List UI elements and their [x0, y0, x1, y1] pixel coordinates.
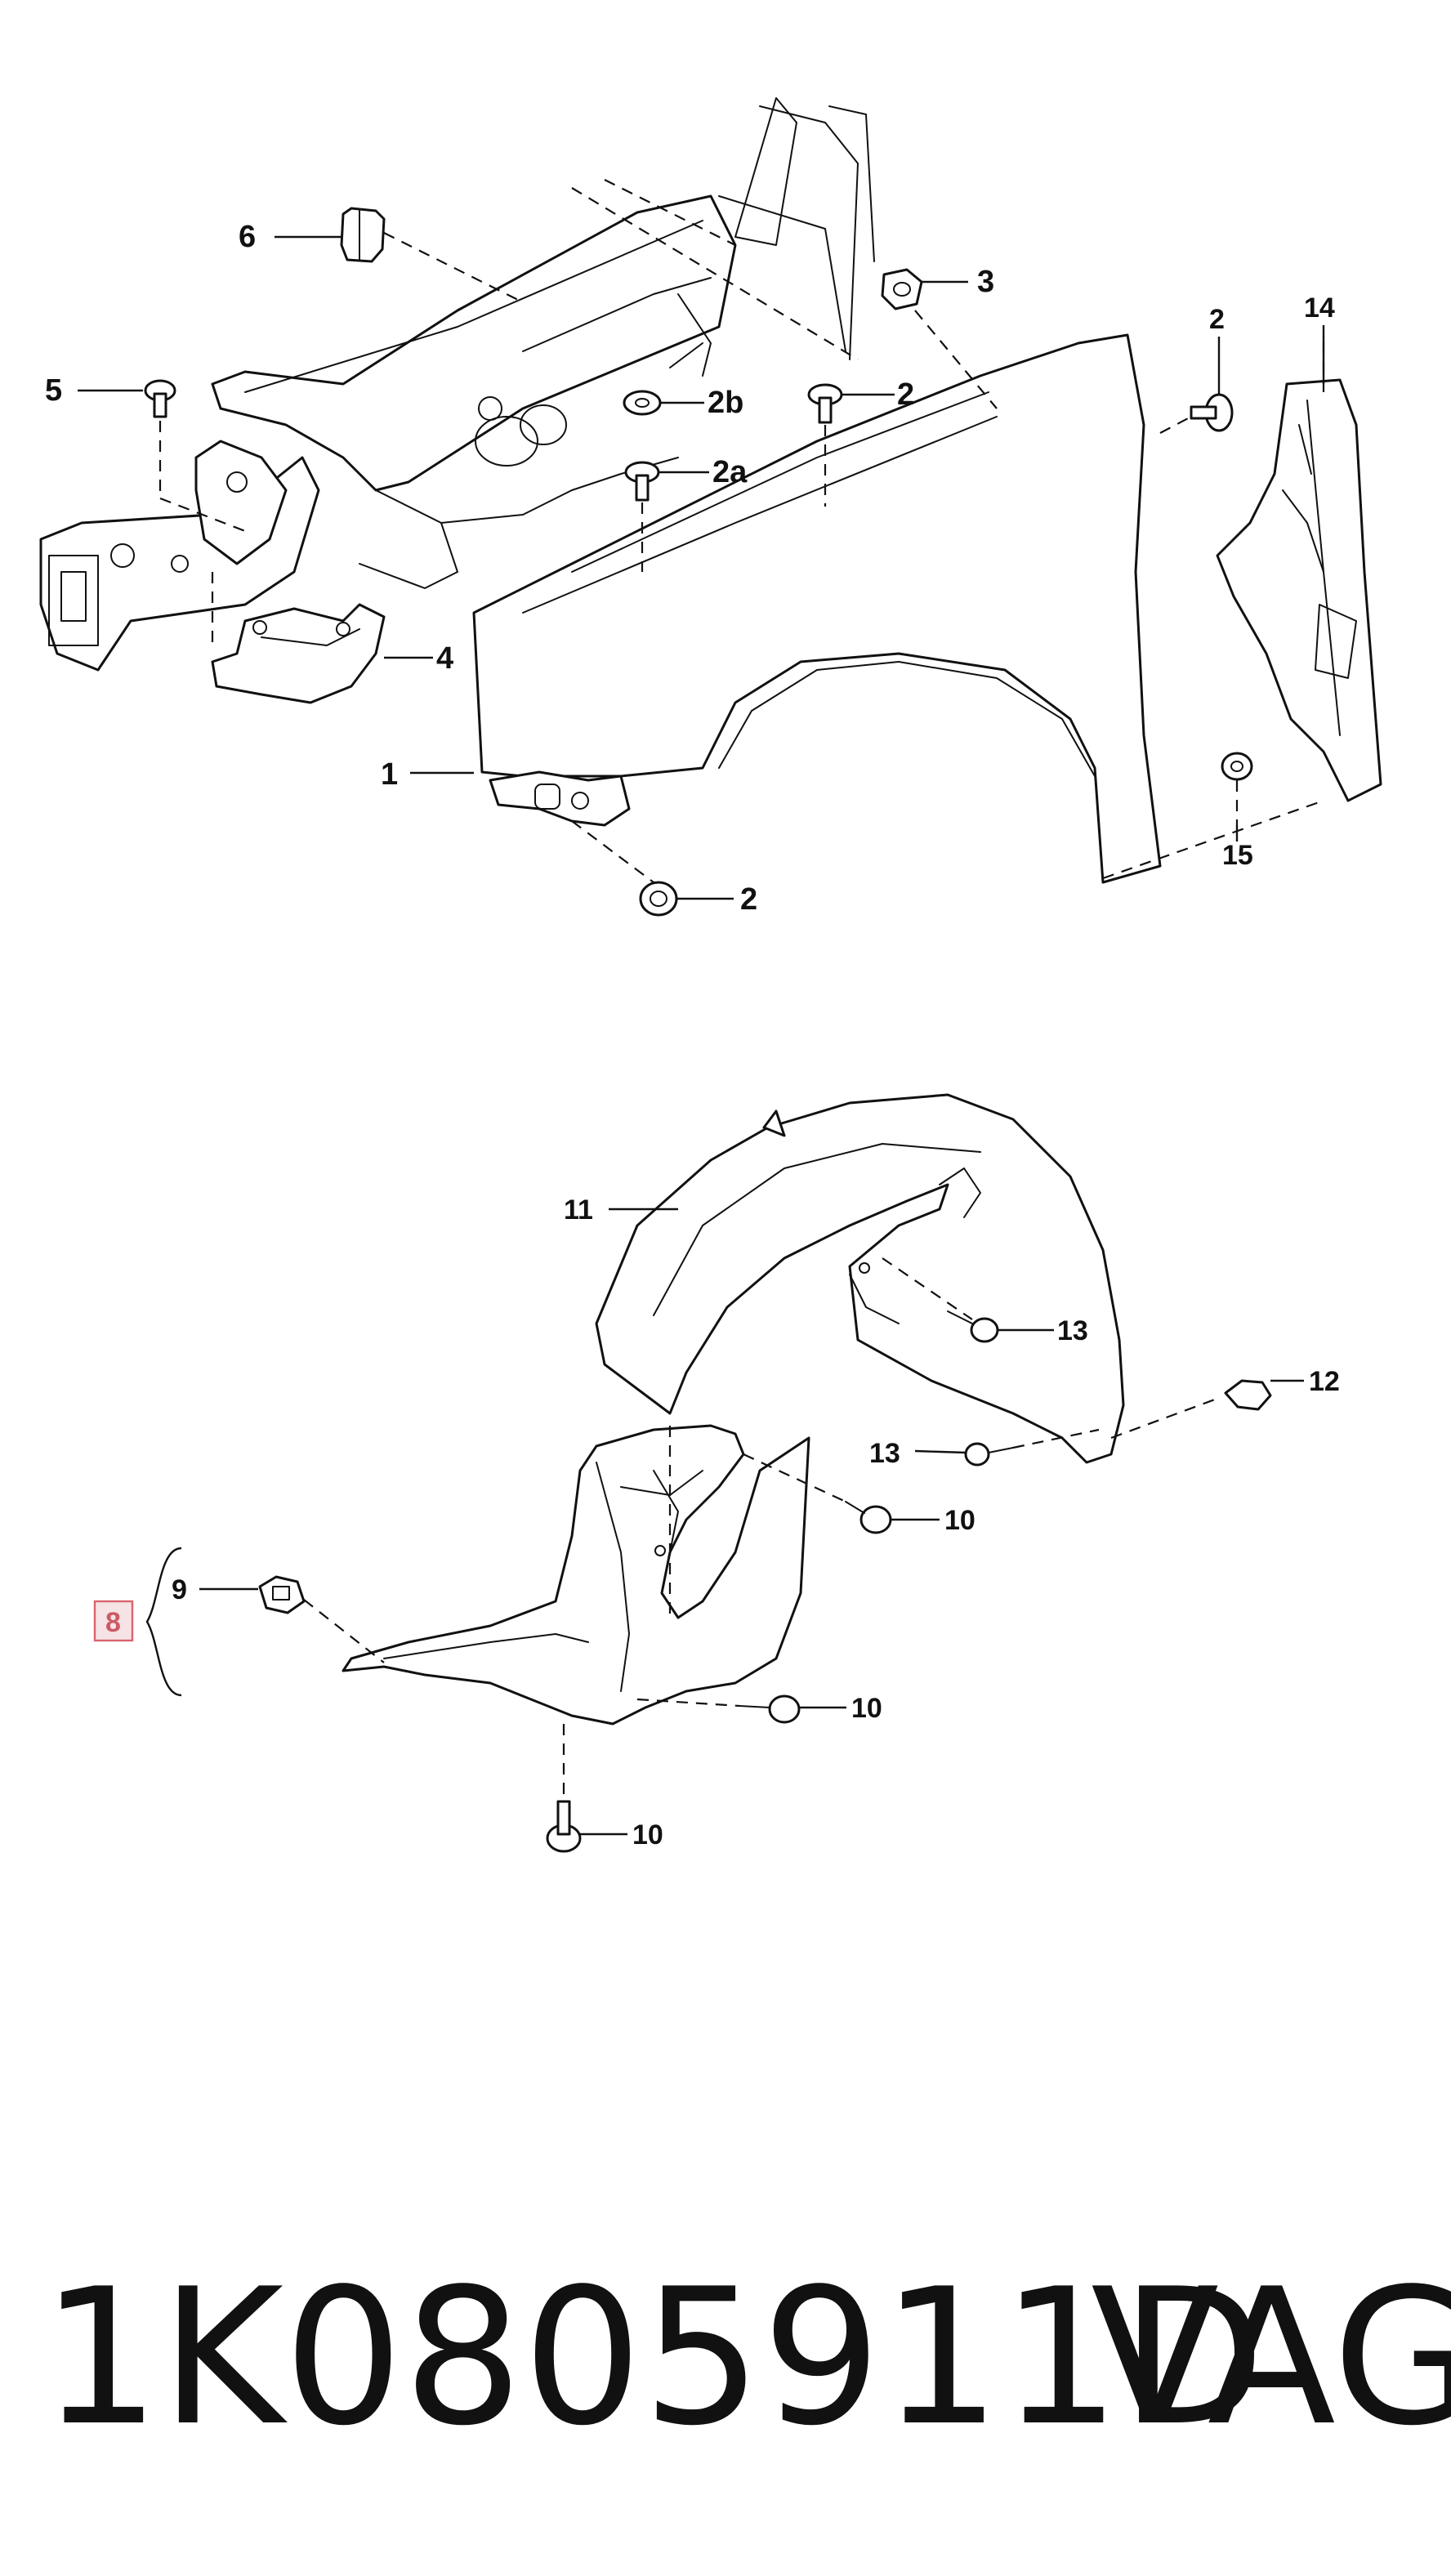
callout-2-bottom: 2: [740, 882, 757, 917]
part-4-bracket: [211, 603, 386, 704]
callout-2-right: 2: [1209, 304, 1225, 335]
part-3-nut: [881, 268, 923, 310]
part-5-screw: [144, 379, 176, 418]
part-10-screw-top: [845, 1501, 892, 1534]
callout-10-top: 10: [944, 1505, 976, 1536]
callout-11: 11: [564, 1194, 593, 1225]
part-11-wheel-liner: [595, 1093, 1125, 1464]
part-14-trim: [1216, 378, 1382, 802]
callout-10-mid: 10: [851, 1693, 882, 1724]
callout-4: 4: [436, 641, 453, 676]
group-8-brace: [145, 1547, 182, 1697]
callout-6: 6: [239, 220, 256, 254]
brand-label: VAG: [1091, 2249, 1451, 2467]
part-12-clip: [1224, 1379, 1272, 1411]
callout-9: 9: [172, 1574, 187, 1605]
assembly-lines-lower: [303, 1257, 1222, 1801]
callout-8: 8: [105, 1607, 121, 1638]
part-6-clip: [340, 207, 386, 263]
callout-labels: 6 3 5 2b 2 2 14 2a 4 1 15 2 11 13 12 13 …: [45, 220, 1340, 1851]
part-15-nut: [1221, 752, 1253, 781]
callout-10-bottom: 10: [632, 1819, 663, 1851]
part-2-screw-bottom: [639, 881, 678, 917]
leaders-lower: [199, 1208, 1304, 1836]
callout-13-left: 13: [869, 1438, 900, 1469]
part-2b-washer: [623, 390, 662, 416]
part-13-screw-left: [964, 1442, 1014, 1467]
callout-2a: 2a: [712, 455, 748, 489]
callout-2b: 2b: [708, 386, 743, 420]
part-2a-screw: [624, 461, 660, 502]
part-10-screw-mid: [739, 1694, 801, 1724]
part-2-screw-right: [1190, 393, 1234, 432]
callout-14: 14: [1304, 292, 1335, 324]
callout-1: 1: [381, 757, 398, 792]
part-9-clip: [258, 1575, 306, 1614]
callout-8-box: [93, 1600, 134, 1642]
callout-13-right: 13: [1057, 1315, 1088, 1346]
callout-12: 12: [1309, 1366, 1340, 1397]
part-13-screw-right: [947, 1310, 999, 1343]
part-number: 1K0805911D: [41, 2249, 1266, 2467]
part-2-screw-mid: [807, 383, 843, 424]
part-10-screw-bottom: [546, 1800, 582, 1853]
part-1-fender: [472, 333, 1162, 884]
callout-15: 15: [1222, 840, 1253, 871]
callout-5: 5: [45, 373, 62, 408]
callout-3: 3: [977, 265, 994, 299]
callout-2-mid: 2: [897, 377, 914, 412]
front-frame-bracket: [39, 440, 320, 672]
leaders-upper: [78, 235, 1325, 900]
part-8-front-liner: [342, 1424, 810, 1726]
